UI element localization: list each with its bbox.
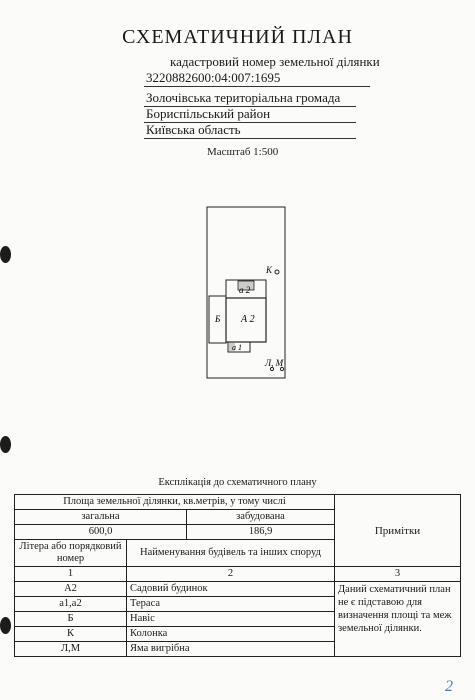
row-name: Колонка [125,626,336,642]
label-a2-terrace: а 2 [239,285,251,295]
binder-hole-1 [0,246,11,263]
label-a2-house: А 2 [240,314,255,325]
underline [144,122,356,123]
col1-header: Літера або порядковий номер [14,539,127,567]
col-number-2: 2 [125,566,336,582]
row-name: Садовий будинок [125,581,336,597]
pit-l-marker [269,366,275,372]
explication-table: Площа земельної ділянки, кв.метрів, у то… [13,494,462,657]
row-letter: А2 [14,581,127,597]
table-row: Л,М Яма вигрібна [14,641,461,657]
district: Бориспільський район [146,106,271,121]
scale: Масштаб 1:500 [207,146,279,158]
community: Золочівська територіальна громада [146,90,341,105]
col-number-3: 3 [334,566,462,582]
terrace-a1 [227,341,251,353]
row-letter: Л,М [14,641,127,657]
canopy-b [208,295,227,344]
row-letter: а1,а2 [14,596,127,612]
site-plan: К Б а 2 А 2 а 1 Л, М [206,206,286,379]
explication-caption: Експлікація до схематичного плану [158,477,317,488]
plot-boundary [206,206,286,379]
column-k-marker [274,269,280,275]
pit-m-marker [279,366,285,372]
page-number: 2 [445,678,453,695]
note-text: Даний схематичний план не є підставою дл… [334,581,462,657]
built-label: забудована [185,509,336,525]
underline [144,106,356,107]
label-a1: а 1 [232,343,242,352]
terrace-a1-hatch [229,343,235,351]
table-row: А2 Садовий будинок Даний схематичний пла… [14,581,462,657]
total-value: 600,0 [14,524,187,540]
total-label: загальна [14,509,187,525]
binder-hole-3 [0,617,11,634]
underline [144,138,356,139]
row-letter: Б [14,611,127,627]
label-k: К [265,265,273,275]
subtitle: кадастровий номер земельної ділянки [170,54,380,69]
area-header: Площа земельної ділянки, кв.метрів, у то… [13,494,336,510]
label-b: Б [214,314,221,324]
built-value: 186,9 [185,524,336,540]
row-name: Навіс [125,611,336,627]
table-row: а1,а2 Тераса [14,596,461,612]
terrace-a2-hatch [237,280,255,291]
underline [144,86,370,87]
row-name: Тераса [125,596,336,612]
row-letter: К [14,626,127,642]
binder-hole-2 [0,436,11,453]
cadastral-number: 3220882600:04:007:1695 [146,70,281,85]
notes-header: Примітки [334,494,462,567]
region: Київська область [146,122,241,137]
col2-header: Найменування будівель та інших споруд [125,539,336,567]
col-number-1: 1 [14,566,127,582]
document-title: СХЕМАТИЧНИЙ ПЛАН [122,26,353,48]
label-lm: Л, М [264,358,284,368]
row-name: Яма вигрібна [125,641,336,657]
table-row: К Колонка [14,626,461,642]
